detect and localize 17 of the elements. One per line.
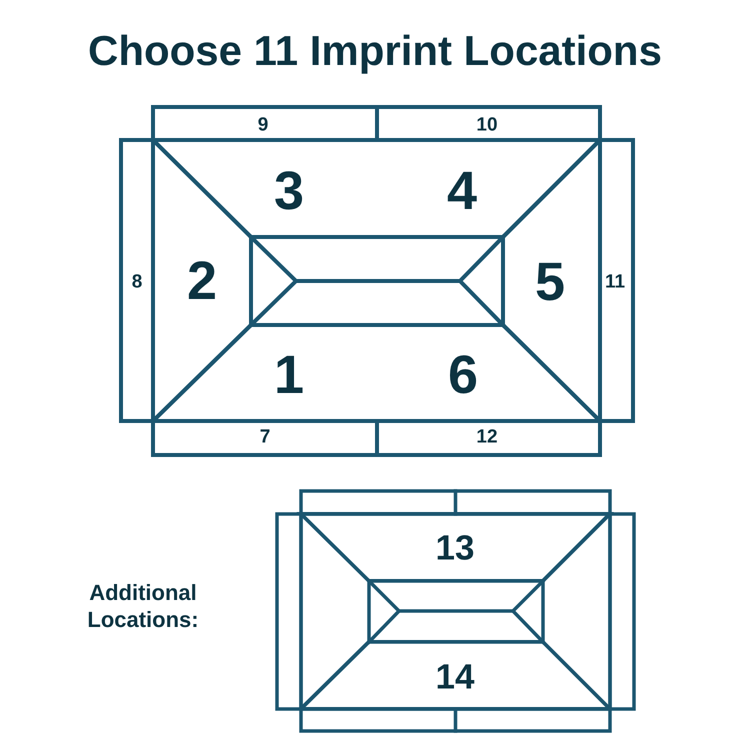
location-number: 2 [186, 254, 218, 308]
imprint-area [299, 512, 612, 583]
location-number: 13 [436, 530, 474, 566]
location-number: 14 [436, 660, 474, 694]
location-number: 7 [260, 428, 270, 446]
location-number: 4 [446, 164, 478, 218]
location-number: 1 [274, 348, 304, 402]
location-number: 12 [476, 428, 498, 446]
location-number: 10 [476, 116, 498, 134]
location-number: 3 [274, 164, 304, 218]
location-number: 6 [448, 348, 478, 402]
title: Choose 11 Imprint Locations [87, 28, 663, 74]
section-label: Additional Locations: [86, 579, 200, 633]
location-number: 9 [258, 116, 268, 134]
location-number: 5 [534, 255, 566, 309]
location-number: 8 [132, 272, 142, 292]
location-number: 11 [604, 272, 626, 292]
